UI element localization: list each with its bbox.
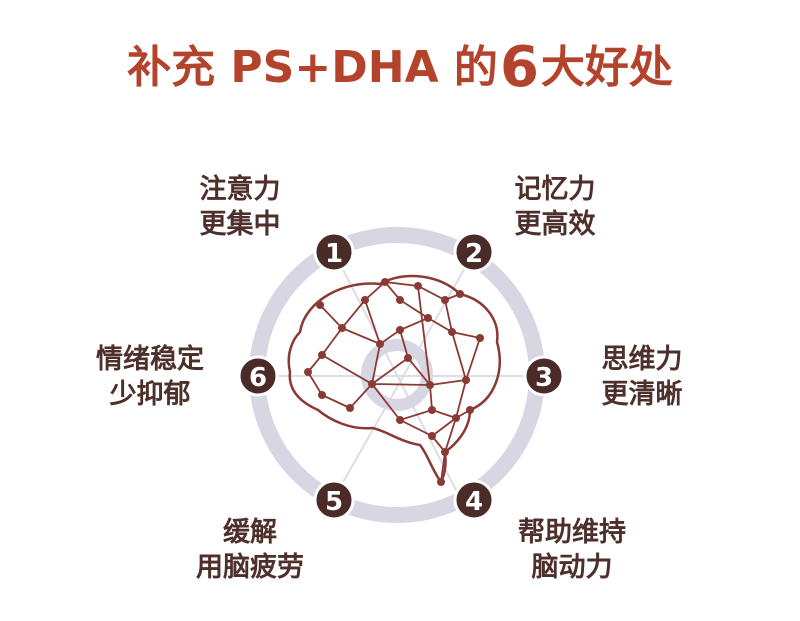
benefit-5-label: 缓解 用脑疲劳 — [150, 515, 350, 585]
benefit-4-label: 帮助维持 脑动力 — [472, 515, 672, 585]
benefit-2-line2: 更高效 — [514, 209, 596, 240]
badge-3: 3 — [523, 355, 565, 397]
ring-spokes — [258, 251, 544, 499]
badge-2-number: 2 — [465, 239, 483, 269]
badge-1-number: 1 — [325, 239, 343, 269]
badge-4-number: 4 — [465, 487, 483, 517]
benefit-4-line1: 帮助维持 — [518, 517, 626, 548]
benefit-3-line1: 思维力 — [601, 344, 683, 375]
inner-ring — [361, 339, 433, 411]
benefit-3-line2: 更清晰 — [601, 379, 683, 410]
benefit-2-label: 记忆力 更高效 — [455, 172, 655, 242]
benefit-5-line2: 用脑疲劳 — [196, 552, 304, 583]
badge-6-number: 6 — [249, 363, 267, 393]
badge-5: 5 — [313, 479, 355, 521]
benefit-6-line1: 情绪稳定 — [96, 344, 204, 375]
benefit-3-label: 思维力 更清晰 — [542, 342, 742, 412]
badge-6: 6 — [237, 355, 279, 397]
benefit-1-line1: 注意力 — [199, 174, 281, 205]
benefit-6-label: 情绪稳定 少抑郁 — [50, 342, 250, 412]
badge-5-number: 5 — [325, 487, 343, 517]
benefit-5-line1: 缓解 — [223, 517, 277, 548]
badge-3-number: 3 — [535, 363, 553, 393]
badge-1: 1 — [313, 231, 355, 273]
title-part2: 大好处 — [540, 42, 673, 93]
brain-network-nodes — [304, 278, 484, 486]
title-number: 6 — [499, 35, 539, 100]
benefit-1-label: 注意力 更集中 — [140, 172, 340, 242]
benefit-1-line2: 更集中 — [199, 209, 281, 240]
title-part1: 补充 PS+DHA 的 — [127, 42, 498, 93]
badge-4: 4 — [453, 479, 495, 521]
benefit-2-line1: 记忆力 — [514, 174, 596, 205]
brain-network-edges — [306, 281, 481, 483]
benefit-6-line2: 少抑郁 — [109, 379, 191, 410]
page-title: 补充 PS+DHA 的6大好处 — [0, 38, 800, 98]
benefit-4-line2: 脑动力 — [531, 552, 613, 583]
badge-2: 2 — [453, 231, 495, 273]
